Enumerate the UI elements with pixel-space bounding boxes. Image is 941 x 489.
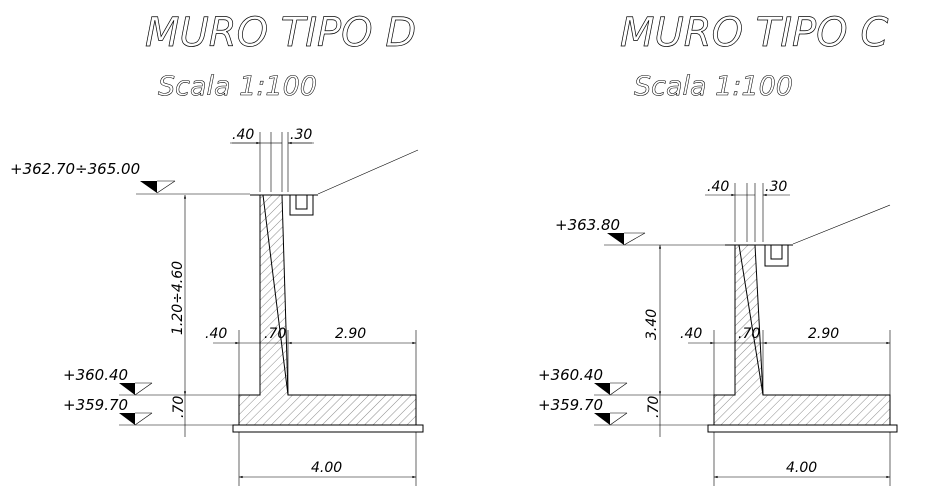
wall-d-body bbox=[238, 194, 417, 426]
wall-d-elev-bottom: +359.70 bbox=[63, 396, 128, 414]
wall-c-dim-heel: 2.90 bbox=[808, 326, 839, 342]
wall-d-dim-toe: .40 bbox=[205, 326, 227, 342]
wall-d-channel bbox=[289, 195, 314, 216]
wall-d-dim-stem: .70 bbox=[264, 326, 286, 342]
wall-d-scale: Scala 1:100 bbox=[158, 71, 317, 102]
wall-c-elev-bottom: +359.70 bbox=[538, 396, 603, 414]
wall-d-elev-top: +362.70÷365.00 bbox=[10, 160, 140, 178]
wall-c-section: MURO TIPO C Scala 1:100 .40 .30 +363.80 … bbox=[538, 10, 898, 486]
wall-c-dim-stem: .70 bbox=[738, 326, 760, 342]
wall-c-dim-top-right: .30 bbox=[765, 179, 787, 195]
wall-c-dim-base-thick: .70 bbox=[646, 396, 662, 418]
wall-c-scale: Scala 1:100 bbox=[634, 71, 793, 102]
wall-c-dim-top-left: .40 bbox=[707, 179, 729, 195]
wall-d-dim-height: 1.20÷4.60 bbox=[170, 261, 186, 335]
wall-c-inner-line bbox=[738, 244, 764, 396]
wall-d-elev-top-marker bbox=[140, 181, 157, 193]
wall-d-dim-top-right: .30 bbox=[290, 127, 312, 143]
wall-c-dim-toe: .40 bbox=[680, 326, 702, 342]
wall-d-foundation bbox=[232, 424, 424, 433]
wall-d-title: MURO TIPO D bbox=[145, 10, 416, 56]
wall-d-dim-base-thick: .70 bbox=[171, 396, 187, 418]
wall-d-inner-line bbox=[262, 194, 289, 396]
wall-c-title: MURO TIPO C bbox=[620, 10, 888, 56]
wall-d-slope-line bbox=[317, 149, 419, 195]
wall-c-slope-line bbox=[792, 204, 891, 245]
wall-c-elev-top: +363.80 bbox=[555, 216, 620, 234]
wall-c-dim-base-width: 4.00 bbox=[786, 460, 817, 476]
wall-c-dim-height: 3.40 bbox=[644, 309, 660, 340]
wall-d-elev-mid: +360.40 bbox=[63, 366, 128, 384]
wall-c-channel bbox=[764, 245, 789, 267]
wall-c-foundation bbox=[707, 424, 898, 433]
wall-c-elev-mid: +360.40 bbox=[538, 366, 603, 384]
wall-d-section: MURO TIPO D Scala 1:100 .40 .30 +362.70÷… bbox=[10, 10, 424, 486]
wall-d-dim-top-left: .40 bbox=[232, 127, 254, 143]
wall-d-dim-heel: 2.90 bbox=[335, 326, 366, 342]
wall-d-dim-base-width: 4.00 bbox=[311, 460, 342, 476]
